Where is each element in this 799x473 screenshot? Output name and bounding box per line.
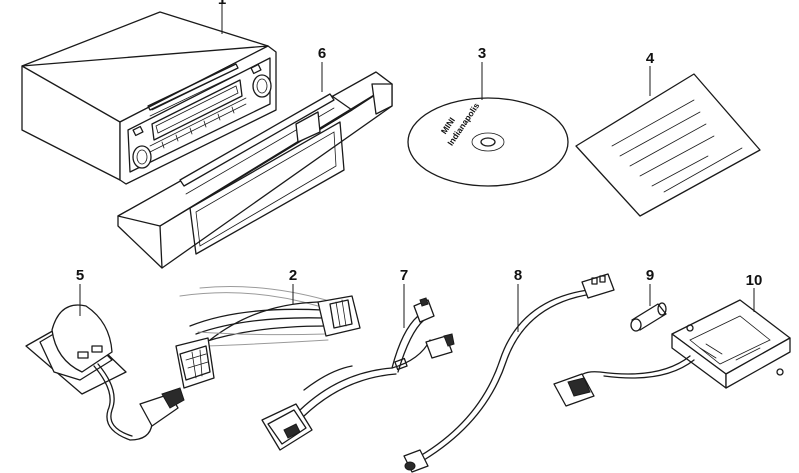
- callout-4: 4: [646, 50, 655, 67]
- callout-10: 10: [746, 272, 763, 289]
- callout-7: 7: [400, 267, 408, 284]
- callout-5: 5: [76, 267, 84, 284]
- callout-numbers: 1 6 3 4 5 2 7 8 9 10: [76, 0, 763, 289]
- control-unit: [553, 299, 791, 407]
- callout-6: 6: [318, 45, 326, 62]
- callout-leaders: [79, 4, 755, 332]
- antenna: [25, 304, 185, 441]
- callout-1: 1: [218, 0, 226, 8]
- callout-2: 2: [289, 267, 297, 284]
- instruction-sheet: [575, 73, 761, 217]
- radio-head-unit: [21, 11, 277, 185]
- callout-3: 3: [478, 45, 486, 62]
- aerial-cable: [403, 273, 615, 473]
- wire-harness: [175, 286, 361, 389]
- adapter-cable: [261, 297, 455, 451]
- sleeve: [630, 302, 667, 332]
- mounting-frame: [117, 71, 393, 269]
- cd-disc: MINI Indianapolis: [407, 97, 569, 187]
- callout-9: 9: [646, 267, 654, 284]
- callout-8: 8: [514, 267, 522, 284]
